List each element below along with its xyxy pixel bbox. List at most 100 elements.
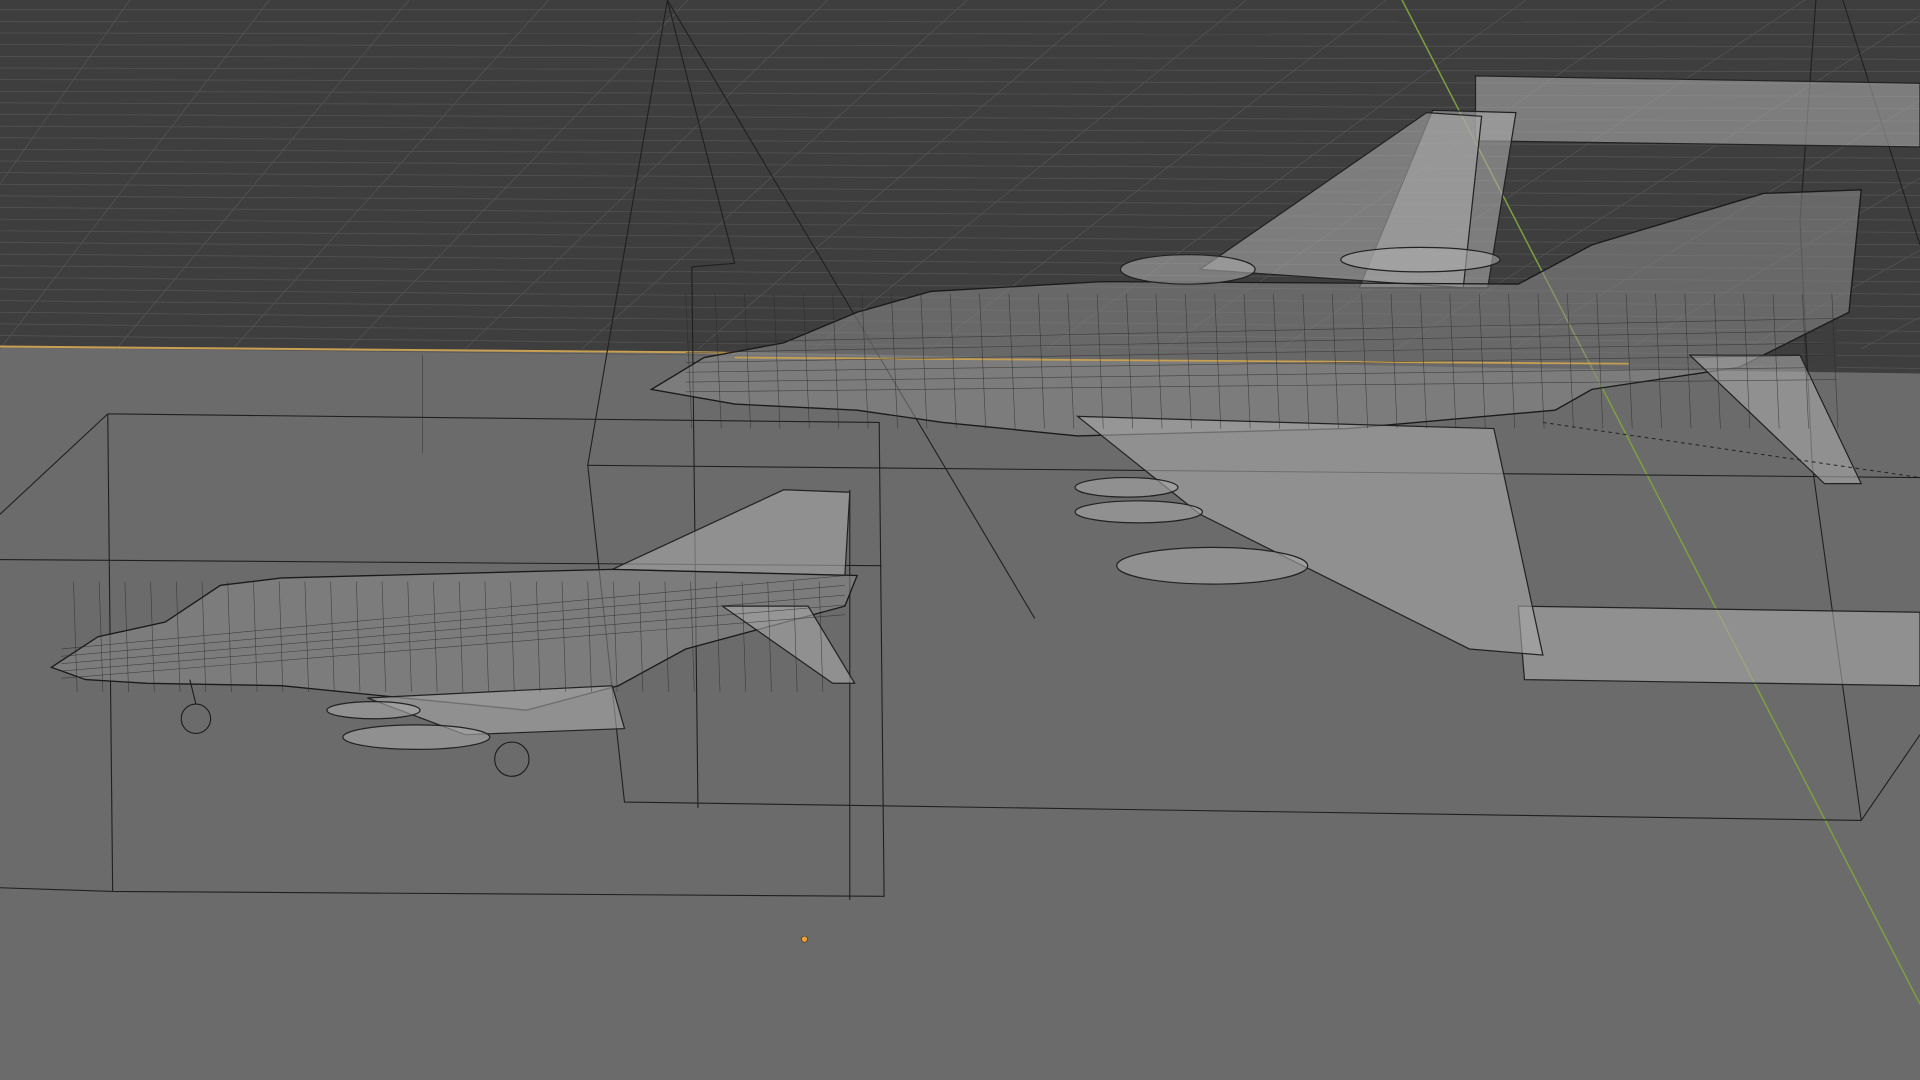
wire-edge: [304, 581, 309, 692]
grid-line: [0, 149, 1920, 159]
grid-line: [0, 183, 1920, 196]
wire-edge: [536, 581, 541, 692]
wire-edge: [1126, 293, 1133, 429]
wire-edge: [458, 581, 464, 692]
grid-line: [0, 21, 1920, 23]
wire-edge: [1214, 293, 1222, 429]
wire-edge: [1273, 293, 1280, 429]
wire-edge: [356, 581, 361, 692]
wire-edge: [227, 581, 232, 692]
origin-point-icon[interactable]: [801, 935, 808, 943]
wire-edge: [176, 581, 181, 692]
jet-small[interactable]: [49, 489, 859, 777]
grid-line: [465, 0, 829, 350]
wire-edge: [1096, 293, 1104, 429]
wire-edge: [1155, 293, 1163, 429]
grid-line: [0, 207, 1920, 221]
grid-line: [0, 0, 270, 350]
wire-edge: [61, 594, 845, 664]
wire-edge: [1508, 293, 1515, 429]
wire-edge: [201, 581, 207, 692]
wire-edge: [685, 318, 1837, 344]
wire-edge: [61, 614, 845, 679]
wire-edge: [150, 581, 155, 692]
wire-edge: [124, 581, 129, 692]
wire-edge: [1802, 293, 1809, 429]
wire-edge: [1067, 293, 1075, 429]
wire-edge: [73, 581, 78, 692]
wire-edge: [802, 293, 810, 429]
wire-edge: [381, 581, 387, 692]
wire-edge: [891, 293, 898, 429]
wire-edge: [685, 293, 693, 429]
wire-edge: [61, 604, 845, 672]
jet-large[interactable]: [649, 109, 1920, 656]
wire-edge: [664, 581, 669, 692]
wire-edge: [510, 581, 515, 692]
wire-edge: [714, 293, 722, 429]
grid-line: [581, 0, 968, 350]
wire-edge: [1743, 293, 1751, 429]
wire-edge: [1390, 293, 1398, 429]
grid-line: [0, 0, 131, 185]
grid-line: [814, 0, 1247, 350]
wire-edge: [861, 293, 869, 429]
wire-edge: [1596, 293, 1604, 429]
wire-edge: [1361, 293, 1369, 429]
grid-line: [0, 160, 1920, 171]
grid-line: [0, 55, 1920, 60]
wire-edge: [1243, 293, 1251, 429]
wire-edge: [613, 581, 618, 692]
wire-edge: [1038, 293, 1045, 429]
wire-edge: [1478, 293, 1486, 429]
wire-edge: [741, 581, 747, 692]
wire-edge: [1302, 293, 1310, 429]
wire-edge: [1713, 293, 1721, 429]
grid-line: [0, 172, 1920, 184]
wire-edge: [1625, 293, 1633, 429]
wire-edge: [949, 293, 957, 429]
wire-edge: [433, 581, 438, 692]
wire-edge: [979, 293, 987, 429]
grid-line: [0, 44, 1920, 48]
grid-line: [0, 137, 1920, 147]
wire-edge: [818, 581, 824, 692]
wire-edge: [1537, 293, 1545, 429]
wire-edge: [61, 575, 845, 650]
wire-edge: [685, 367, 1837, 383]
wire-edge: [1831, 293, 1839, 429]
wire-edge: [690, 581, 695, 692]
wire-edge: [561, 581, 567, 692]
grid-line: [232, 0, 549, 350]
grid-line: [0, 32, 1920, 35]
wire-edge: [1008, 293, 1016, 429]
wire-edge: [793, 581, 798, 692]
wire-edge: [587, 581, 592, 692]
wire-edge: [253, 581, 258, 692]
wire-edge: [685, 342, 1837, 363]
wire-edge: [920, 293, 928, 429]
grid-line: [348, 0, 689, 350]
wire-edge: [484, 581, 489, 692]
wire-edge: [1772, 293, 1780, 429]
x-axis-line: [0, 345, 735, 354]
wire-edge: [1684, 293, 1692, 429]
wire-edge: [61, 585, 845, 657]
grid-line: [697, 0, 1108, 350]
grid-line: [0, 218, 1920, 233]
wire-edge: [278, 581, 284, 692]
wire-edge: [685, 330, 1837, 353]
grid-line: [0, 195, 1920, 209]
wire-edge: [1331, 293, 1339, 429]
wire-edge: [98, 581, 104, 692]
grid-line: [0, 67, 1920, 72]
wire-edge: [1185, 293, 1192, 429]
wire-edge: [832, 293, 840, 429]
wire-edge: [767, 581, 772, 692]
wire-edge: [716, 581, 721, 692]
grid-line: [116, 0, 410, 350]
wire-edge: [1449, 293, 1457, 429]
wire-edge: [685, 354, 1837, 373]
wire-edge: [638, 581, 644, 692]
